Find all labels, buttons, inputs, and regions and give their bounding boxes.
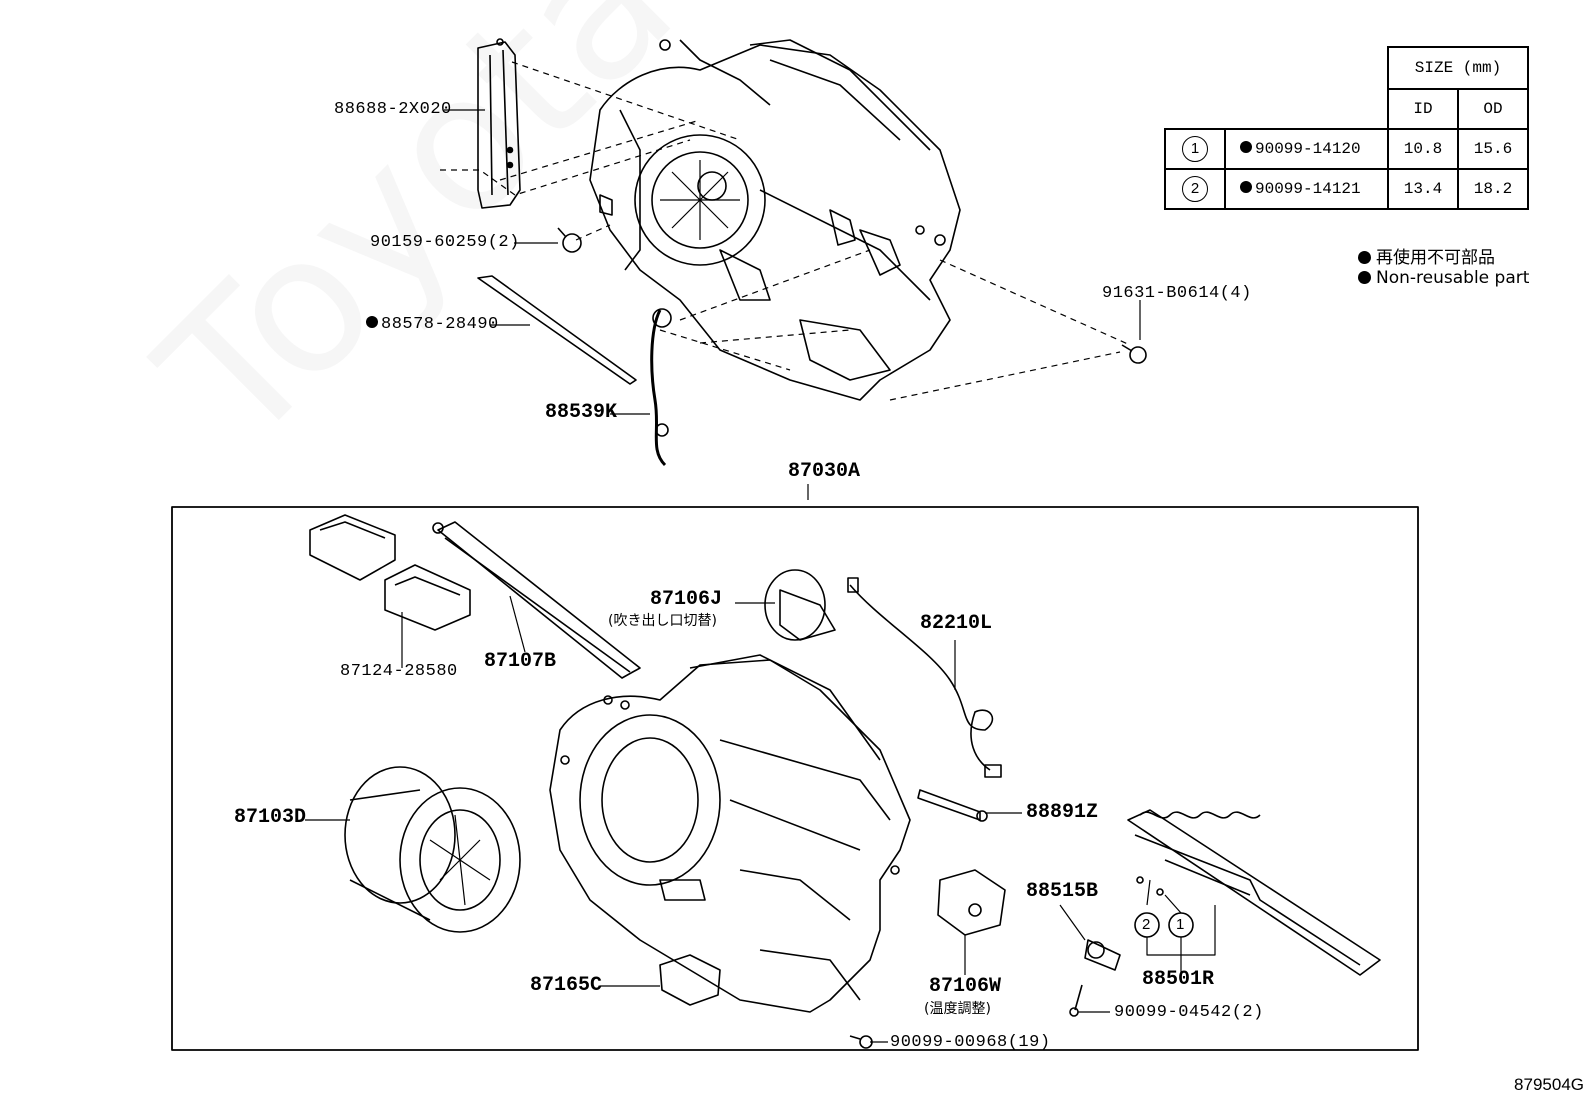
label-88515b: 88515B bbox=[1026, 880, 1099, 903]
od-value: 15.6 bbox=[1457, 128, 1529, 170]
index-circle: 2 bbox=[1182, 176, 1208, 202]
label-91631: 91631-B0614(4) bbox=[1102, 284, 1252, 303]
label-90099-04542: 90099-04542(2) bbox=[1114, 1003, 1264, 1022]
table-row: 1 90099-14120 10.8 15.6 bbox=[1164, 128, 1529, 170]
label-88578: 88578-28490 bbox=[366, 316, 499, 333]
non-reusable-dot-icon bbox=[1358, 251, 1371, 264]
non-reusable-dot-icon bbox=[1240, 181, 1252, 193]
label-87124: 87124-28580 bbox=[340, 662, 458, 681]
label-88539k: 88539K bbox=[545, 401, 618, 424]
actuator-87106w-drawing bbox=[937, 869, 1006, 936]
upper-unit-housing-drawing bbox=[589, 39, 961, 401]
id-value: 13.4 bbox=[1387, 168, 1459, 210]
label-90099-00968: 90099-00968(19) bbox=[890, 1033, 1051, 1052]
label-87103d: 87103D bbox=[234, 806, 307, 829]
label-87165c: 87165C bbox=[530, 974, 603, 997]
hose-88539k-drawing bbox=[650, 309, 667, 467]
od-value: 18.2 bbox=[1457, 168, 1529, 210]
col-od-header: OD bbox=[1457, 88, 1529, 130]
harness-82210l-drawing bbox=[849, 584, 994, 771]
resistor-87165c-drawing bbox=[659, 954, 721, 1006]
label-88501r: 88501R bbox=[1142, 968, 1215, 991]
legend-en: Non-reusable part bbox=[1358, 268, 1529, 288]
non-reusable-dot-icon bbox=[1240, 141, 1252, 153]
size-table: SIZE (mm) ID OD 1 90099-14120 10.8 15.6 … bbox=[1164, 46, 1529, 210]
leader-lines-upper bbox=[444, 109, 1141, 500]
evaporator-88501r-drawing bbox=[1127, 809, 1381, 976]
label-87030a: 87030A bbox=[788, 460, 861, 483]
screw-90159-drawing bbox=[557, 227, 582, 253]
label-87107b: 87107B bbox=[484, 650, 557, 673]
bracket-88688-drawing bbox=[477, 38, 521, 209]
table-row: 2 90099-14121 13.4 18.2 bbox=[1164, 168, 1529, 210]
leader-lines-lower bbox=[305, 595, 1216, 1043]
label-88688: 88688-2X020 bbox=[334, 100, 452, 119]
projection-lines bbox=[440, 61, 1131, 401]
diagram-reference-code: 879504G bbox=[1514, 1075, 1584, 1094]
label-88891z: 88891Z bbox=[1026, 801, 1099, 824]
callout-2-label: 2 bbox=[1142, 916, 1151, 933]
label-87106w: 87106W bbox=[929, 975, 1002, 998]
assembly-87030a-frame bbox=[171, 506, 1419, 1051]
label-87106w-note: (温度調整) bbox=[924, 1001, 991, 1017]
callout-1-label: 1 bbox=[1176, 916, 1185, 933]
label-87106j: 87106J bbox=[650, 588, 723, 611]
label-87106j-note: (吹き出し口切替) bbox=[608, 613, 717, 629]
index-circle: 1 bbox=[1182, 136, 1208, 162]
screw-90099-00968-drawing bbox=[849, 1035, 873, 1049]
screw-91631-drawing bbox=[1121, 344, 1147, 364]
id-value: 10.8 bbox=[1387, 128, 1459, 170]
connector-87124-drawing bbox=[309, 514, 471, 631]
actuator-87106j-drawing bbox=[764, 569, 836, 641]
sensor-88891z-drawing bbox=[917, 789, 988, 822]
part-number: 90099-14121 bbox=[1255, 180, 1361, 198]
label-82210l: 82210L bbox=[920, 612, 993, 635]
heater-core-87107b-drawing bbox=[432, 521, 641, 679]
size-header: SIZE (mm) bbox=[1387, 46, 1529, 90]
valve-88515b-drawing bbox=[1084, 939, 1121, 971]
lower-unit-housing-drawing bbox=[549, 654, 911, 1013]
blower-motor-87103d-drawing bbox=[344, 766, 521, 933]
non-reusable-dot-icon bbox=[366, 316, 378, 328]
gasket-88578-drawing bbox=[477, 275, 637, 385]
col-id-header: ID bbox=[1387, 88, 1459, 130]
part-number: 90099-14120 bbox=[1255, 140, 1361, 158]
non-reusable-dot-icon bbox=[1358, 271, 1371, 284]
legend-jp: 再使用不可部品 bbox=[1358, 243, 1495, 268]
label-90159: 90159-60259(2) bbox=[370, 233, 520, 252]
screw-90099-04542-drawing bbox=[1069, 984, 1083, 1017]
